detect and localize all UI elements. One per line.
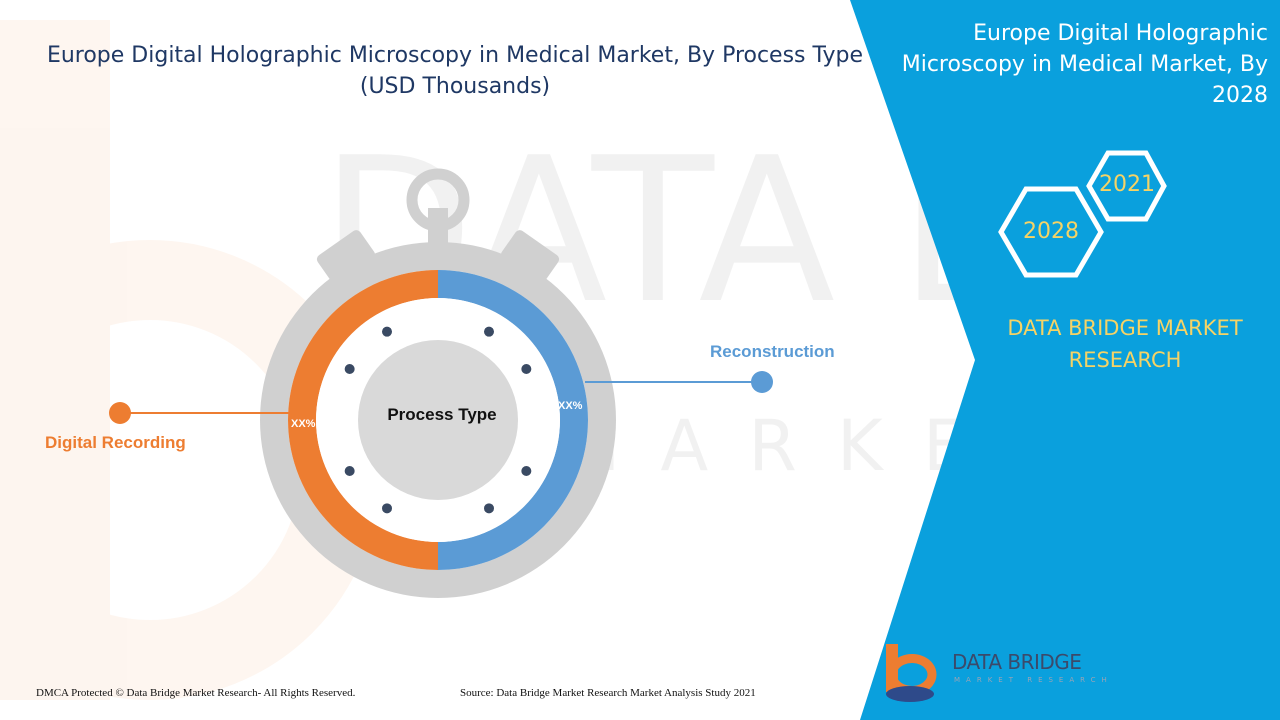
hex-2028: [998, 186, 1104, 278]
source-text: Source: Data Bridge Market Research Mark…: [460, 687, 756, 699]
data-label-reconstruction: XX%: [558, 400, 583, 412]
page-title: Europe Digital Holographic Microscopy in…: [46, 43, 864, 99]
dial-dot: [382, 326, 392, 337]
dial-dot: [344, 466, 355, 476]
donut-slices: [288, 270, 588, 570]
stopwatch-crown: [428, 208, 448, 248]
dial-dot: [521, 364, 532, 374]
year-2028-label: 2028: [1023, 219, 1079, 244]
connector-dot-reconstruction: [751, 371, 773, 393]
dial-dot: [484, 326, 494, 337]
copyright-text: DMCA Protected © Data Bridge Market Rese…: [36, 687, 356, 699]
dial-dot: [521, 466, 532, 476]
side-panel-bg: [850, 0, 1280, 720]
logo-name: DATA BRIDGE: [952, 650, 1082, 674]
connector-dot-digital-recording: [109, 402, 131, 424]
connectors: [109, 371, 773, 424]
center-disc: [358, 340, 518, 500]
logo-icon: [886, 644, 937, 702]
logo-sub: MARKET RESEARCH: [954, 676, 1113, 684]
stopwatch-button-right: [500, 230, 560, 284]
dial-dots: [344, 326, 532, 514]
slice-reconstruction: [438, 270, 588, 570]
year-2021-label: 2021: [1099, 172, 1155, 197]
dial-dot: [484, 503, 494, 514]
side-panel-title: Europe Digital Holographic Microscopy in…: [901, 21, 1268, 108]
data-label-digital-recording: XX%: [291, 418, 316, 430]
center-label: Process Type: [387, 405, 497, 424]
stopwatch-button-left: [316, 230, 376, 284]
dial-dot: [382, 503, 392, 514]
brand-text: DATA BRIDGE MARKET RESEARCH: [1007, 316, 1243, 372]
category-label-reconstruction: Reconstruction: [710, 342, 835, 361]
category-label-digital-recording: Digital Recording: [45, 433, 186, 452]
slice-digital-recording: [288, 270, 438, 570]
dial-dot: [344, 364, 355, 374]
hex-2021: [1086, 150, 1167, 222]
